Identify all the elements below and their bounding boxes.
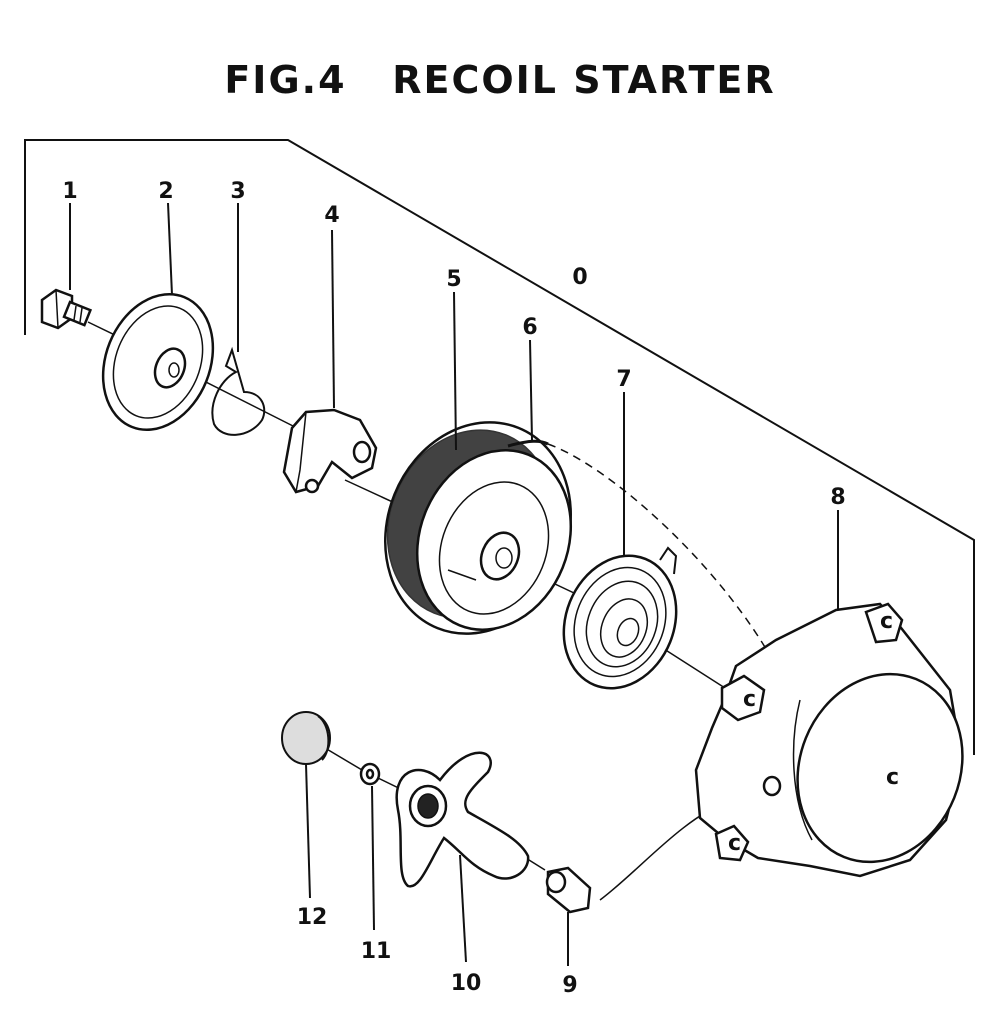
- cap-part: [281, 711, 331, 765]
- ratchet-part: [282, 408, 378, 494]
- assembly-bracket: [24, 139, 975, 755]
- case-mark-c: c: [728, 831, 741, 856]
- washer-part: [359, 762, 381, 786]
- figure-number: FIG.4: [224, 58, 347, 102]
- case-mark-c: c: [886, 765, 899, 790]
- callout-1: 1: [62, 179, 77, 204]
- callout-3: 3: [230, 179, 245, 204]
- starter-case-part: c c c c: [694, 602, 964, 878]
- callout-0: 0: [572, 265, 587, 290]
- callout-9: 9: [562, 973, 577, 998]
- pulley-cover-part: [101, 292, 215, 432]
- figure-caption: RECOIL STARTER: [392, 58, 776, 102]
- callout-4: 4: [324, 203, 339, 228]
- case-mark-c: c: [743, 687, 756, 712]
- callout-5: 5: [446, 267, 461, 292]
- callout-11: 11: [361, 939, 392, 964]
- callout-8: 8: [830, 485, 845, 510]
- callout-6: 6: [522, 315, 537, 340]
- bolt-part: [40, 288, 93, 330]
- callout-7: 7: [616, 367, 631, 392]
- rope-reel-part: [384, 421, 573, 635]
- callout-labels: 0 1 2 3 4 5 6 7 8 9 10 11 12: [62, 179, 845, 998]
- handle-part: [395, 751, 530, 888]
- callout-10: 10: [451, 971, 482, 996]
- recoil-spring-part: [562, 546, 678, 690]
- rope-guide-part: [545, 866, 592, 914]
- callout-2: 2: [158, 179, 173, 204]
- snap-ring-part: [211, 346, 266, 436]
- figure-title: FIG.4 RECOIL STARTER: [0, 58, 1000, 102]
- leader-lines: [69, 202, 839, 966]
- case-mark-c: c: [880, 609, 893, 634]
- callout-12: 12: [297, 905, 328, 930]
